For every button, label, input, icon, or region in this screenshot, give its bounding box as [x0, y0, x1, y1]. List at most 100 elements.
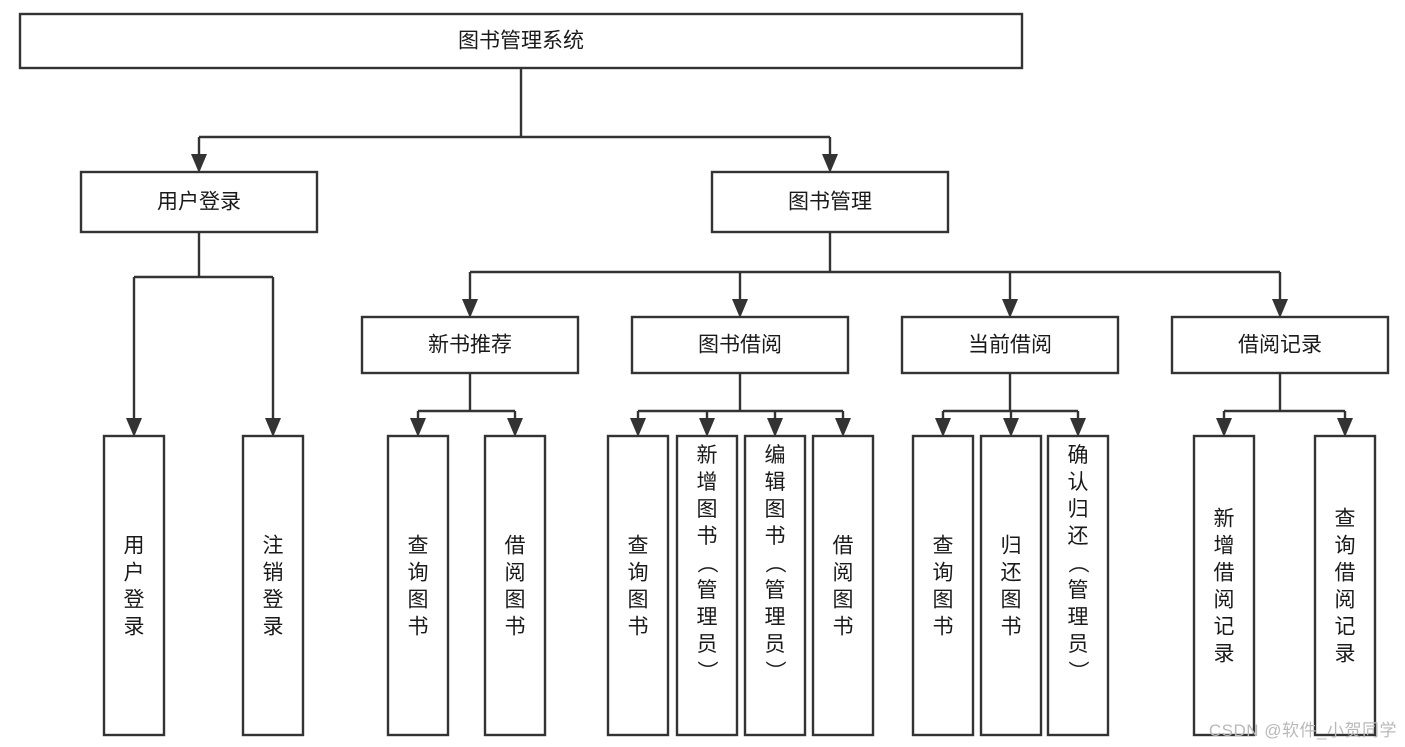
node-label-leaf_6-char-1: 辑	[765, 471, 786, 494]
node-label-leaf_10-char-2: 归	[1068, 498, 1089, 521]
node-label-leaf_11-char-4: 记	[1214, 616, 1235, 639]
node-label-leaf_7-char-2: 图	[833, 589, 854, 612]
node-label-leaf_10-char-7: 员	[1068, 633, 1089, 656]
connector-arrowhead	[1272, 299, 1288, 318]
connector-arrowhead	[699, 418, 715, 437]
node-label-leaf_10-char-0: 确	[1068, 444, 1089, 467]
node-label-l3_1: 图书借阅	[698, 334, 782, 357]
node-box-leaf_0	[102, 434, 166, 737]
node-label-leaf_8-char-3: 书	[933, 616, 954, 639]
node-label-leaf_4-char-0: 查	[628, 535, 649, 558]
node-root[interactable]: 图书管理系统	[18, 12, 1024, 70]
node-box-l2_0	[79, 170, 319, 234]
node-l3_0[interactable]: 新书推荐	[360, 315, 580, 375]
node-label-leaf_7-char-1: 阅	[833, 562, 854, 585]
node-label-leaf_5-char-7: 员	[697, 633, 718, 656]
node-label-leaf_5-char-2: 图	[697, 498, 718, 521]
connector-arrowhead	[126, 418, 142, 437]
node-label-leaf_8-char-1: 询	[933, 562, 954, 585]
node-label-leaf_4-char-1: 询	[628, 562, 649, 585]
node-box-leaf_8	[911, 434, 975, 737]
node-label-leaf_1-char-2: 登	[263, 589, 284, 612]
node-label-leaf_6-char-2: 图	[765, 498, 786, 521]
connector-arrowhead	[1216, 418, 1232, 437]
connector-arrowhead	[462, 299, 478, 318]
connector-arrowhead	[1070, 418, 1086, 437]
node-l3_1[interactable]: 图书借阅	[630, 315, 850, 375]
node-l2_0[interactable]: 用户登录	[79, 170, 319, 234]
node-box-l3_2	[900, 315, 1120, 375]
node-label-leaf_5-char-0: 新	[697, 444, 718, 467]
node-box-leaf_9	[979, 434, 1043, 737]
node-box-leaf_7	[811, 434, 875, 737]
node-box-l3_1	[630, 315, 850, 375]
node-label-leaf_12-char-1: 询	[1335, 535, 1356, 558]
node-label-leaf_12-char-5: 录	[1335, 643, 1356, 666]
node-label-leaf_6-char-5: 管	[765, 579, 786, 602]
node-label-l3_3: 借阅记录	[1238, 334, 1322, 357]
node-label-l3_0: 新书推荐	[428, 334, 512, 357]
node-label-leaf_5-char-6: 理	[697, 606, 718, 629]
connector-arrowhead	[935, 418, 951, 437]
node-label-leaf_6-char-8: ）	[763, 661, 786, 682]
node-label-leaf_0-char-0: 用	[124, 535, 145, 558]
node-label-leaf_12-char-4: 记	[1335, 616, 1356, 639]
node-label-leaf_1-char-3: 录	[263, 616, 284, 639]
node-label-leaf_7-char-0: 借	[833, 535, 854, 558]
node-label-l3_2: 当前借阅	[968, 334, 1052, 357]
node-l3_3[interactable]: 借阅记录	[1170, 315, 1390, 375]
node-label-leaf_11-char-1: 增	[1214, 535, 1235, 558]
node-label-leaf_9-char-3: 书	[1001, 616, 1022, 639]
node-label-root: 图书管理系统	[458, 30, 584, 53]
node-label-leaf_11-char-0: 新	[1214, 508, 1235, 531]
connector-arrowhead	[822, 154, 838, 173]
node-label-leaf_12-char-2: 借	[1335, 562, 1356, 585]
node-label-leaf_6-char-3: 书	[765, 525, 786, 548]
node-label-leaf_10-char-4: （	[1066, 553, 1089, 574]
node-box-leaf_11	[1192, 434, 1256, 737]
connector-arrowhead	[630, 418, 646, 437]
node-label-leaf_1-char-1: 销	[263, 562, 284, 585]
node-l2_1[interactable]: 图书管理	[710, 170, 950, 234]
node-label-leaf_8-char-0: 查	[933, 535, 954, 558]
node-box-leaf_3	[483, 434, 547, 737]
node-label-leaf_0-char-3: 录	[124, 616, 145, 639]
connector-arrowhead	[767, 418, 783, 437]
node-label-leaf_9-char-1: 还	[1001, 562, 1022, 585]
node-label-leaf_12-char-0: 查	[1335, 508, 1356, 531]
node-label-leaf_6-char-6: 理	[765, 606, 786, 629]
node-label-leaf_4-char-3: 书	[628, 616, 649, 639]
nodes-layer: 图书管理系统用户登录图书管理新书推荐图书借阅当前借阅借阅记录用户登录注销登录查询…	[18, 12, 1390, 737]
node-leaf_0[interactable]: 用户登录	[102, 434, 166, 737]
node-label-leaf_12-char-3: 阅	[1335, 589, 1356, 612]
node-label-leaf_0-char-2: 登	[124, 589, 145, 612]
node-label-leaf_10-char-6: 理	[1068, 606, 1089, 629]
node-label-leaf_9-char-2: 图	[1001, 589, 1022, 612]
node-box-l2_1	[710, 170, 950, 234]
node-l3_2[interactable]: 当前借阅	[900, 315, 1120, 375]
node-label-leaf_10-char-3: 还	[1068, 525, 1089, 548]
node-box-l3_0	[360, 315, 580, 375]
node-label-leaf_5-char-8: ）	[695, 661, 718, 682]
node-box-leaf_10	[1046, 434, 1110, 737]
edges-layer	[126, 68, 1353, 437]
node-label-l2_1: 图书管理	[788, 191, 872, 214]
node-label-leaf_1-char-0: 注	[263, 535, 284, 558]
node-box-l3_3	[1170, 315, 1390, 375]
node-label-leaf_2-char-0: 查	[408, 535, 429, 558]
node-label-leaf_11-char-5: 录	[1214, 643, 1235, 666]
node-label-leaf_7-char-3: 书	[833, 616, 854, 639]
